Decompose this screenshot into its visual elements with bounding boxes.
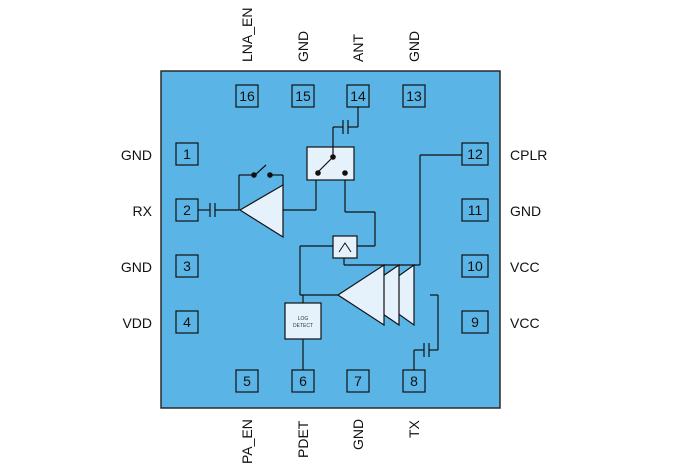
pin-15: 15	[291, 84, 315, 108]
svg-text:1: 1	[183, 146, 191, 162]
directional-coupler	[332, 235, 358, 259]
pin-8: 8	[402, 369, 426, 393]
pin-2: 2	[175, 198, 199, 222]
svg-text:LOG: LOG	[298, 316, 309, 322]
pin-12: 12	[461, 142, 489, 166]
label-pin-10: VCC	[510, 259, 540, 275]
label-pin-7: GND	[350, 419, 366, 450]
pin-10: 10	[461, 254, 489, 278]
label-pin-2: RX	[133, 203, 153, 219]
label-pin-5: PA_EN	[239, 419, 255, 464]
pin-4: 4	[175, 310, 199, 334]
pin-7: 7	[346, 369, 370, 393]
pin-16: 16	[235, 84, 259, 108]
svg-text:4: 4	[183, 314, 191, 330]
pin-14: 14	[346, 84, 370, 108]
label-pin-9: VCC	[510, 315, 540, 331]
svg-text:5: 5	[243, 373, 251, 389]
pin-6: 6	[291, 369, 315, 393]
pin-5: 5	[235, 369, 259, 393]
svg-text:6: 6	[299, 373, 307, 389]
svg-text:DETECT: DETECT	[293, 323, 313, 329]
svg-text:9: 9	[471, 314, 479, 330]
svg-text:8: 8	[410, 373, 418, 389]
svg-text:13: 13	[406, 88, 422, 104]
pin-11: 11	[461, 198, 489, 222]
pa-stage-1	[336, 263, 385, 327]
svg-text:11: 11	[468, 202, 483, 218]
svg-text:2: 2	[183, 202, 191, 218]
pin-9: 9	[461, 310, 489, 334]
svg-text:12: 12	[467, 146, 483, 162]
label-pin-13: GND	[406, 31, 422, 62]
svg-text:15: 15	[295, 88, 311, 104]
label-pin-3: GND	[121, 259, 152, 275]
label-pin-11: GND	[510, 203, 541, 219]
label-pin-15: GND	[295, 31, 311, 62]
tr-switch	[306, 146, 355, 181]
label-pin-14: ANT	[350, 34, 366, 62]
svg-text:10: 10	[467, 258, 483, 274]
switch-node-dot	[267, 172, 273, 178]
svg-text:16: 16	[239, 88, 255, 104]
log-detector: LOG DETECT	[284, 302, 322, 340]
label-pin-1: GND	[121, 147, 152, 163]
switch-node-dot	[251, 172, 257, 178]
internal-wiring	[198, 107, 462, 370]
label-pin-16: LNA_EN	[239, 8, 255, 62]
pin-13: 13	[402, 84, 426, 108]
pin-1: 1	[175, 142, 199, 166]
label-pin-6: PDET	[295, 420, 311, 458]
pin-3: 3	[175, 254, 199, 278]
svg-text:7: 7	[354, 373, 362, 389]
svg-text:3: 3	[183, 258, 191, 274]
svg-text:14: 14	[350, 88, 366, 104]
label-pin-4: VDD	[122, 315, 152, 331]
label-pin-8: TX	[406, 419, 422, 438]
label-pin-12: CPLR	[510, 147, 547, 163]
lna-amplifier	[238, 183, 284, 239]
chip-body	[160, 70, 501, 409]
